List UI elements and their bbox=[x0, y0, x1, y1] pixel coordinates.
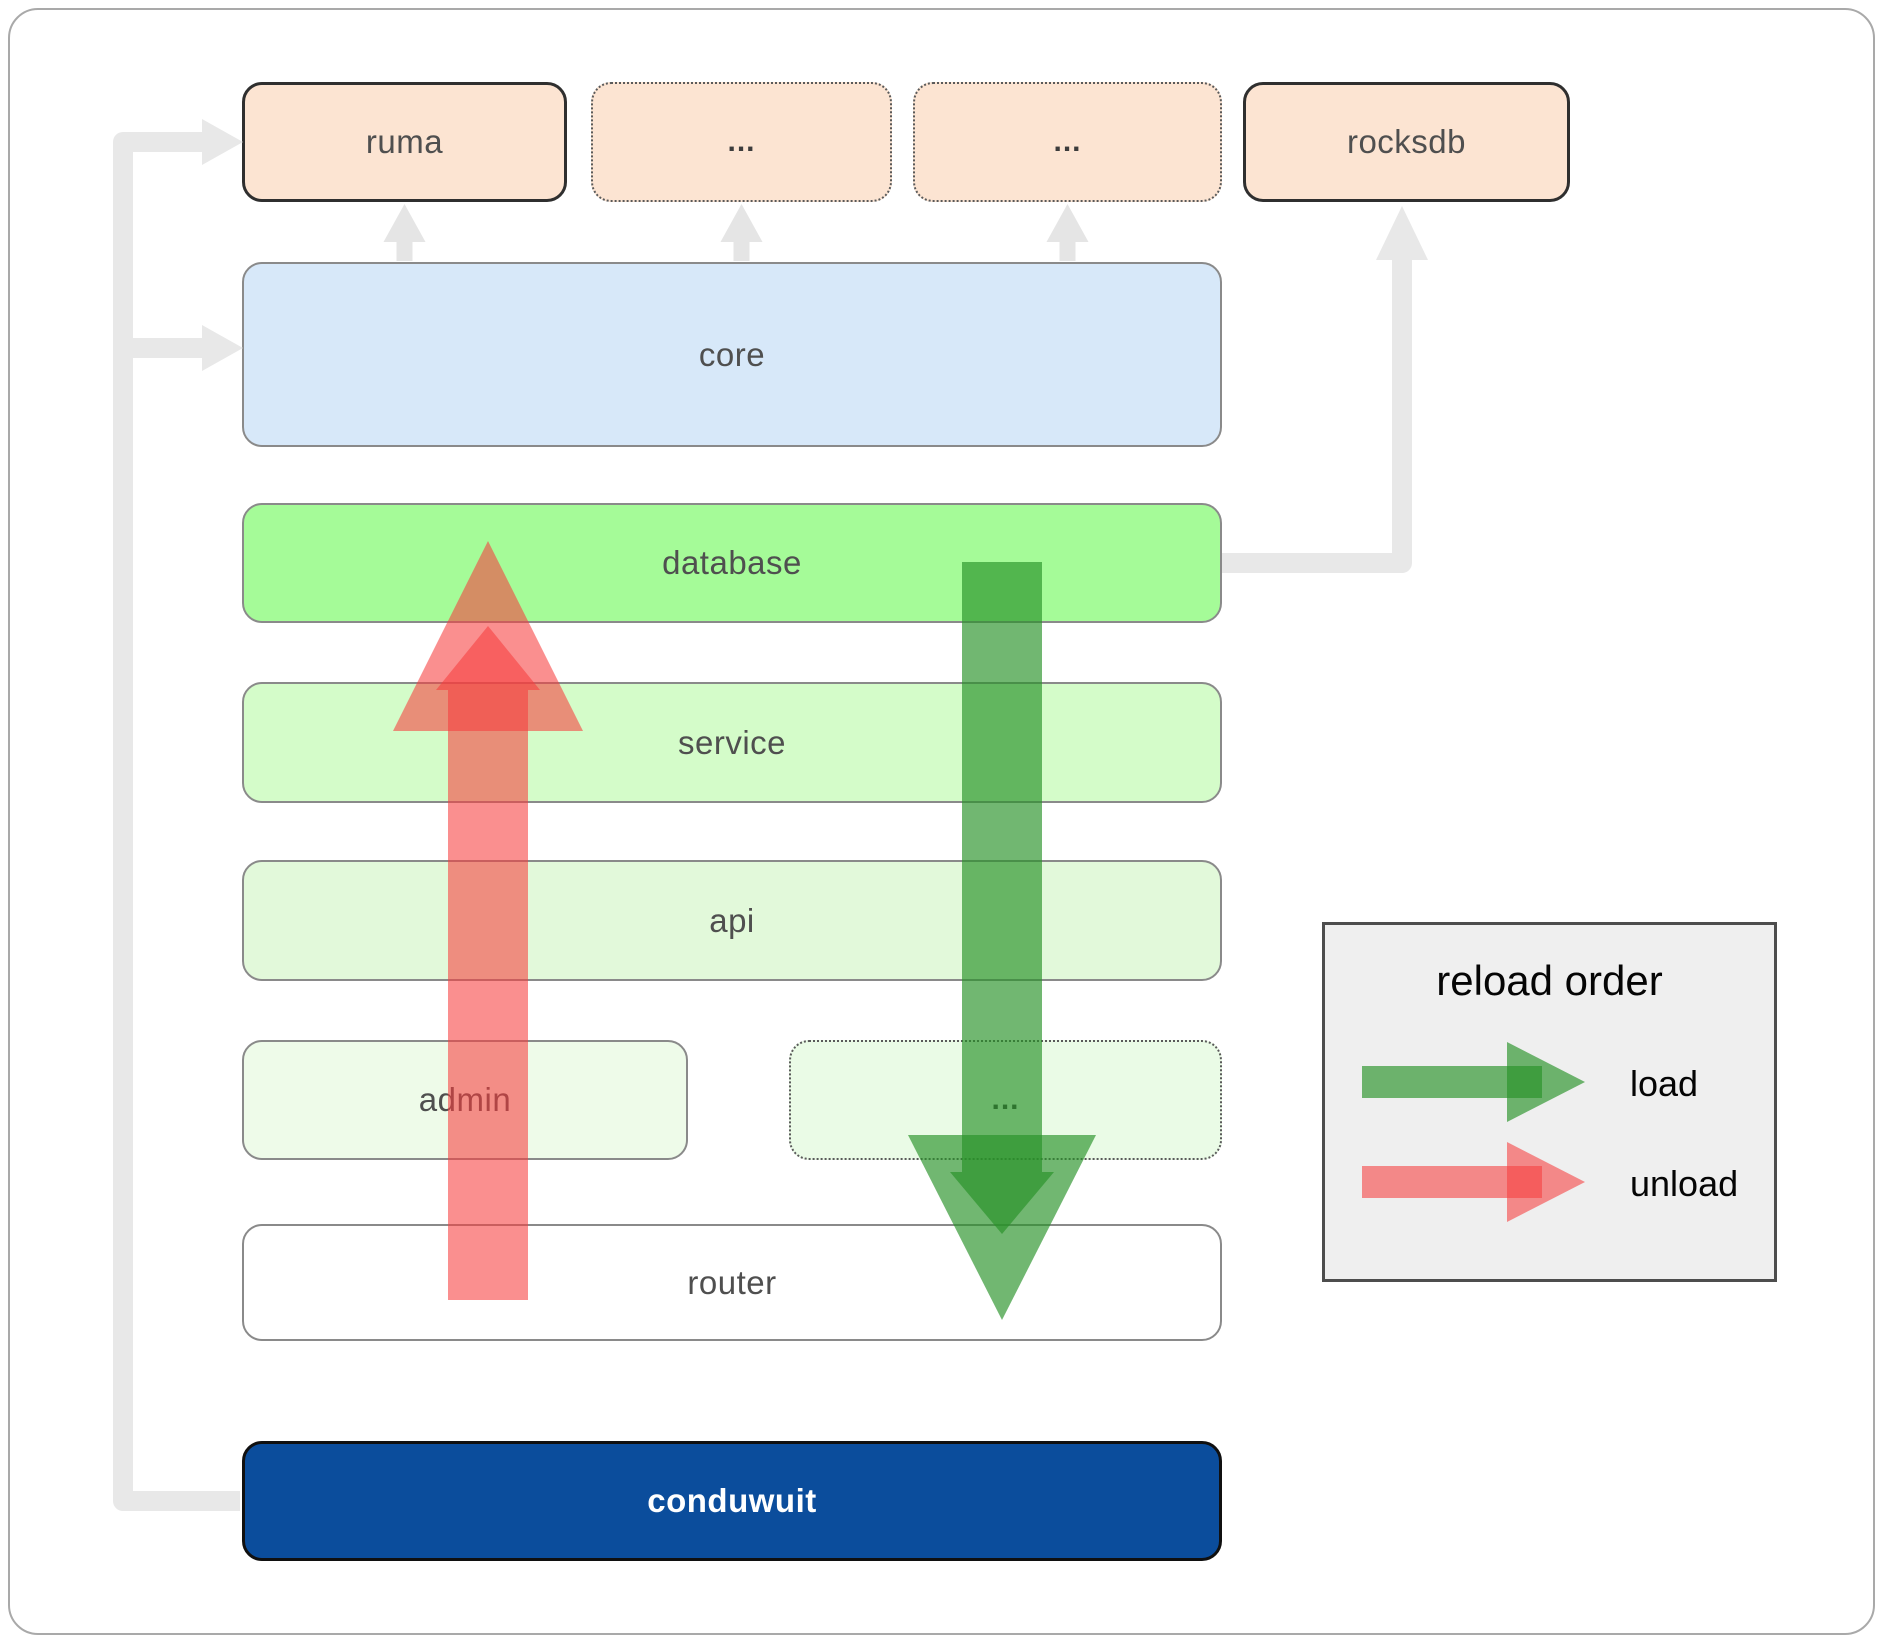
legend-title: reload order bbox=[1436, 957, 1663, 1004]
service-box: service bbox=[242, 682, 1222, 803]
ruma-label: ruma bbox=[365, 123, 444, 160]
more-modules-box-2: ... bbox=[913, 82, 1222, 202]
conduwuit-box: conduwuit bbox=[242, 1441, 1222, 1561]
rocksdb-label: rocksdb bbox=[1346, 123, 1467, 160]
service-label: service bbox=[677, 723, 787, 761]
api-box: api bbox=[242, 860, 1222, 981]
core-box: core bbox=[242, 262, 1222, 447]
more-services-label: ... bbox=[991, 1083, 1020, 1116]
core-label: core bbox=[698, 335, 766, 373]
more-modules-2-label: ... bbox=[1053, 125, 1082, 158]
database-label: database bbox=[662, 544, 802, 581]
legend-load-label: load bbox=[1630, 1063, 1699, 1104]
more-modules-1-label: ... bbox=[727, 125, 756, 158]
router-label: router bbox=[687, 1263, 777, 1301]
diagram-outer-frame bbox=[8, 8, 1875, 1635]
api-label: api bbox=[709, 901, 755, 939]
admin-label: admin bbox=[418, 1081, 512, 1118]
more-modules-box-1: ... bbox=[591, 82, 892, 202]
router-box: router bbox=[242, 1224, 1222, 1341]
ruma-box: ruma bbox=[242, 82, 567, 202]
database-box: database bbox=[242, 503, 1222, 623]
admin-box: admin bbox=[242, 1040, 688, 1160]
rocksdb-box: rocksdb bbox=[1243, 82, 1570, 202]
legend: reload order load unload bbox=[1322, 922, 1777, 1282]
more-services-box: ... bbox=[789, 1040, 1222, 1160]
legend-unload-label: unload bbox=[1630, 1163, 1739, 1204]
conduwuit-label: conduwuit bbox=[647, 1482, 817, 1519]
